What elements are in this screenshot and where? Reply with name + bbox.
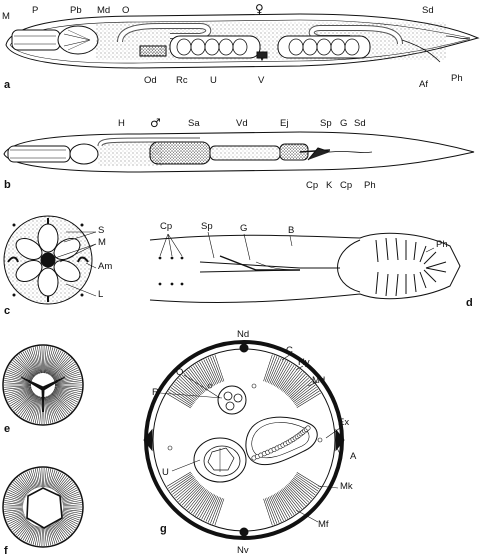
label-a-mouth: M [2, 11, 10, 22]
label-c-s: S [98, 225, 105, 236]
panel-letter-e: e [4, 423, 11, 435]
label-d-cp: Cp [160, 221, 173, 232]
panel-letter-d: d [466, 297, 473, 309]
label-a-pharyngeal-bulb: Pb [70, 5, 82, 16]
male-symbol: ♂ [150, 116, 161, 130]
panel-b-male-worm [3, 131, 475, 173]
label-g-dorsal-nerve: Nd [237, 329, 250, 340]
label-c-l: L [98, 289, 104, 300]
label-a-midgut: Md [97, 5, 111, 16]
label-a-ovary: O [122, 5, 130, 16]
panel-a-female-worm [5, 13, 480, 69]
label-g-a: A [350, 451, 357, 462]
label-b-cp-right: Cp [340, 180, 353, 191]
label-b-ph: Ph [364, 180, 376, 191]
label-d-g: G [240, 223, 248, 234]
label-b-h: H [118, 118, 125, 129]
panel-d-male-tail [149, 231, 461, 303]
label-b-ej: Ej [280, 118, 289, 129]
label-a-pharynx: P [32, 5, 39, 16]
label-d-b: B [288, 225, 295, 236]
label-g-excretory: Ex [338, 417, 350, 428]
label-b-spicule: Sp [320, 118, 332, 129]
label-b-vd: Vd [236, 118, 248, 129]
label-g-rhachis: R [152, 387, 159, 398]
label-b-sd: Sd [354, 118, 366, 129]
panel-letter-c: c [4, 305, 11, 317]
label-a-vulva: V [258, 75, 265, 86]
label-a-sd: Sd [422, 5, 434, 16]
label-a-uterus: U [210, 75, 217, 86]
label-d-sp: Sp [201, 221, 213, 232]
label-a-oviduct: Od [144, 75, 157, 86]
panel-c-head-en-face [3, 215, 97, 305]
label-g-md: Md [312, 375, 326, 386]
label-g-uterus: U [162, 467, 169, 478]
label-a-ph: Ph [451, 73, 463, 84]
female-symbol: ♀ [255, 2, 264, 16]
label-g-ovary: O [176, 367, 184, 378]
label-g-mf: Mf [318, 519, 329, 530]
panel-f-pharynx-section [2, 466, 84, 548]
label-b-k: K [326, 180, 333, 191]
panel-letter-g: g [160, 523, 167, 535]
label-d-ph: Ph [436, 239, 448, 250]
panel-g-body-section [143, 340, 345, 540]
label-g-ventral-nerve: Nv [237, 545, 249, 556]
label-a-af: Af [419, 79, 428, 90]
label-g-cuticle: C [286, 345, 293, 356]
panel-letter-f: f [4, 545, 8, 557]
label-g-hypodermis: Hy [298, 357, 310, 368]
panel-letter-b: b [4, 179, 11, 191]
label-b-sa: Sa [188, 118, 200, 129]
label-g-mk: Mk [340, 481, 353, 492]
label-c-am: Am [98, 261, 113, 272]
label-c-m: M [98, 237, 106, 248]
label-b-cp-left: Cp [306, 180, 319, 191]
label-a-rc: Rc [176, 75, 188, 86]
panel-letter-a: a [4, 79, 11, 91]
panel-e-pharynx-section [2, 344, 84, 426]
label-b-gubernaculum: G [340, 118, 348, 129]
